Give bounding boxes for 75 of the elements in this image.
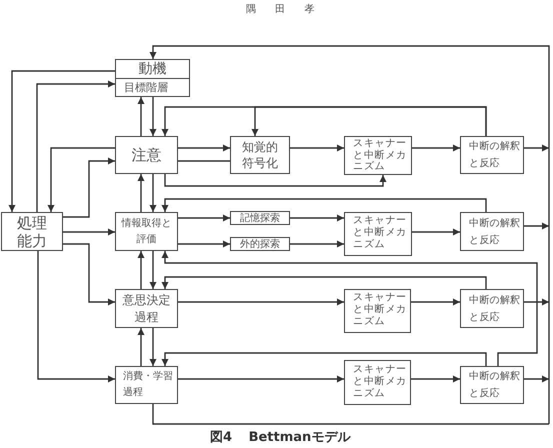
arrow	[412, 228, 460, 236]
arrow	[63, 243, 115, 306]
arrow	[412, 144, 460, 152]
process-box	[115, 366, 178, 404]
arrow	[178, 298, 344, 306]
connector-line	[152, 404, 549, 425]
arrow	[411, 376, 460, 382]
box-label: 意思決定過程	[122, 292, 172, 326]
arrow	[524, 144, 549, 152]
page-header: 隅 田 孝	[246, 2, 314, 16]
arrow	[411, 298, 460, 306]
arrow	[36, 80, 115, 212]
arrow	[164, 174, 386, 187]
arrow	[63, 228, 115, 236]
box-label: 中断の解釈と反応	[469, 140, 522, 171]
process-box	[460, 212, 524, 251]
arrow	[138, 97, 144, 136]
process-box	[115, 289, 178, 328]
arrow	[150, 251, 156, 289]
box-label: 外的探索	[240, 238, 280, 250]
process-box	[344, 136, 412, 175]
arrow	[138, 174, 144, 212]
arrow	[138, 251, 144, 289]
connector-line	[178, 160, 230, 162]
box-label: スキャナーと中断メカニズム	[353, 138, 408, 172]
arrow	[162, 276, 487, 289]
process-box	[344, 212, 412, 256]
box-label: 情報取得と評価	[120, 216, 172, 246]
arrow	[524, 376, 549, 382]
box-label: スキャナーと中断メカニズム	[353, 364, 408, 400]
arrow	[290, 144, 344, 152]
arrow	[138, 328, 144, 366]
process-box	[344, 289, 411, 333]
process-box	[230, 136, 290, 174]
box-label: 動機	[138, 60, 166, 78]
process-box	[115, 136, 178, 174]
process-box	[230, 211, 290, 225]
arrow	[150, 97, 156, 136]
box-label: 中断の解釈と反応	[469, 370, 522, 401]
box-label: スキャナーと中断メカニズム	[353, 292, 408, 328]
box-sublabel: 目標階層	[124, 80, 168, 94]
process-box	[115, 212, 178, 251]
figure-caption: 図4 Bettmanモデル	[210, 429, 350, 446]
process-box	[460, 289, 524, 328]
arrow	[162, 251, 538, 366]
process-box	[344, 360, 411, 405]
arrow	[290, 214, 344, 222]
box-label: 知覚的符号化	[241, 139, 279, 171]
process-box	[1, 212, 63, 251]
arrow	[48, 147, 115, 212]
arrow	[63, 158, 115, 218]
box-label: 消費・学習過程	[123, 370, 174, 400]
box-label: 中断の解釈と反応	[469, 216, 522, 248]
arrow	[524, 222, 549, 230]
process-box	[460, 136, 524, 174]
arrow	[178, 214, 230, 222]
arrow	[178, 376, 344, 382]
arrow	[290, 240, 344, 248]
arrow	[178, 240, 230, 248]
arrow	[252, 106, 487, 136]
box-label: 中断の解釈と反応	[469, 294, 522, 324]
box-label: 処理能力	[16, 214, 48, 250]
box-label: 記憶探索	[240, 212, 280, 224]
arrow	[150, 174, 156, 212]
process-box	[460, 366, 524, 404]
box-label: スキャナーと中断メカニズム	[353, 215, 408, 251]
arrow	[162, 352, 487, 366]
arrow	[150, 328, 156, 366]
box-label: 注意	[132, 146, 162, 164]
arrow	[8, 70, 115, 212]
process-box	[230, 237, 290, 251]
arrow	[178, 144, 230, 152]
arrow	[37, 251, 115, 382]
arrow	[162, 198, 487, 212]
process-box	[115, 59, 190, 97]
